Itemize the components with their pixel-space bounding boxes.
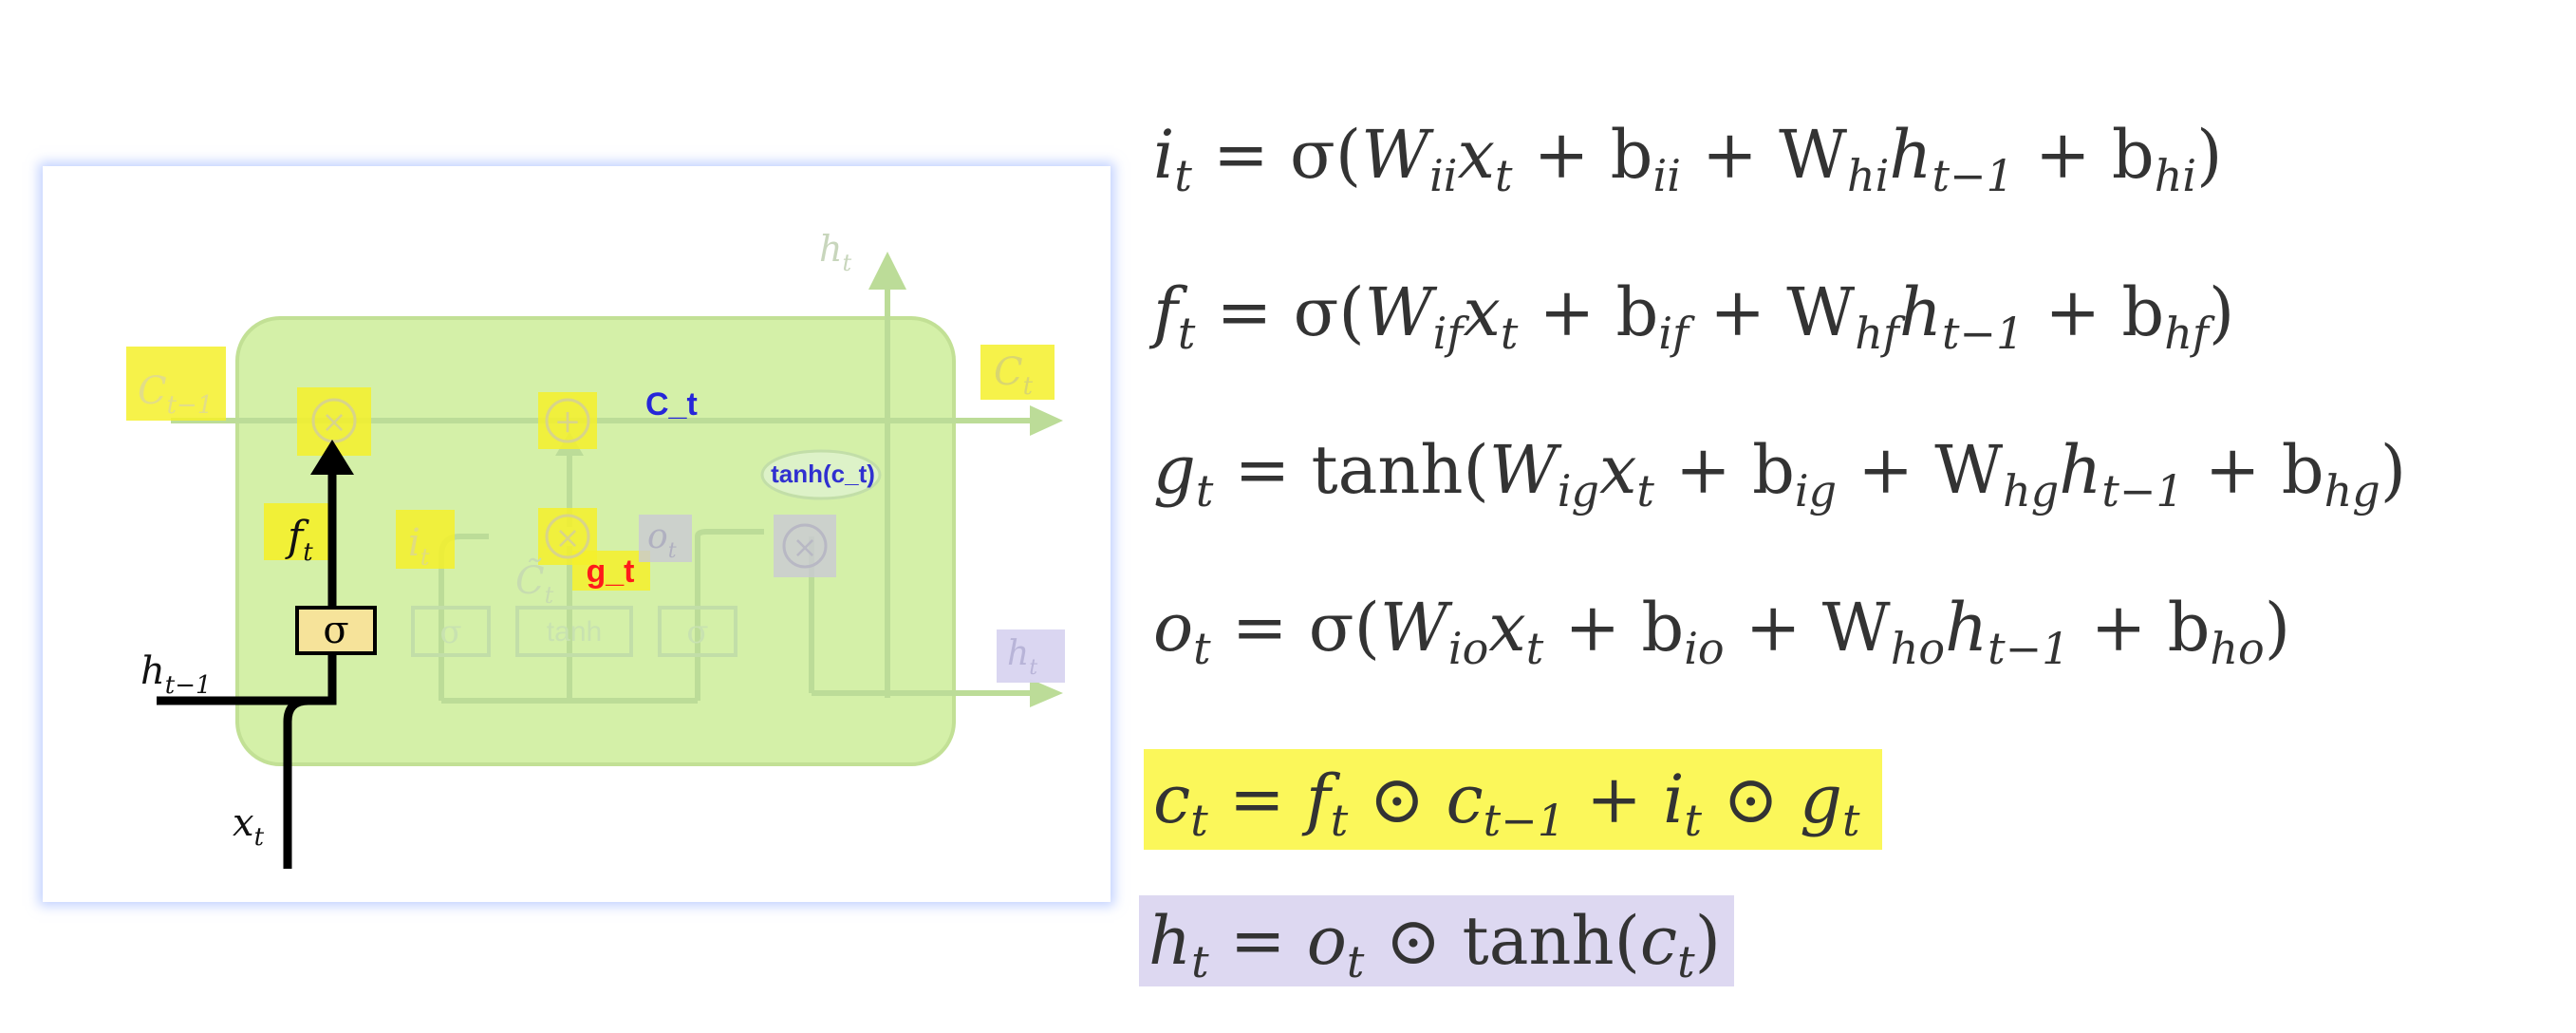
input-multiply-symbol: × [555,519,581,555]
forget-gate-sigma-box [295,606,377,655]
equation-input-gate: it = σ(Wiixt + bii + Whiht−1 + bhi) [1153,116,2223,201]
output-gate-gray-highlight [639,515,692,562]
i-label: it [408,521,430,571]
faint-labels: Ct−1 Ct it ot C̃t ht ht [138,228,1037,680]
output-gate-sigma-label: σ [686,613,708,651]
equation-output-gate: ot = σ(Wioxt + bio + Whoht−1 + bho) [1153,589,2291,674]
cell-add-op [545,398,590,443]
h-out-purple-highlight [997,629,1065,683]
equation-hidden-state: ht = ot ⊙ tanh(ct) [1139,895,1734,986]
input-multiply-op [545,514,590,559]
c-t-annotation: C_t [645,386,698,423]
lstm-diagram-panel: σ tanh σ × + × [43,166,1111,902]
c-prev-label: Ct−1 [138,369,213,420]
cell-add-symbol: + [554,403,582,441]
o-label: ot [647,517,677,563]
h-top-label: ht [819,228,851,276]
output-multiply-symbol: × [793,529,818,565]
forget-multiply-symbol: × [322,404,347,440]
tanh-ellipse [760,449,882,500]
h-right-label: ht [1007,634,1037,680]
forget-multiply-op [311,398,357,443]
output-multiply-op [782,523,828,569]
c-tilde-label: C̃t [515,558,554,609]
h-prev-label: ht−1 [140,649,212,700]
equation-forget-gate: ft = σ(Wifxt + bif + Whfht−1 + bhf) [1153,273,2235,359]
tanh-ct-annotation: tanh(c_t) [771,460,875,488]
lstm-cell-diagram: σ tanh σ × + × [126,228,1065,869]
candidate-tanh-label: tanh [547,616,602,648]
c-out-label: Ct [994,350,1034,401]
g-t-annotation: g_t [587,554,635,590]
input-gate-sigma-label: σ [439,613,461,651]
equation-cell-candidate: gt = tanh(Wigxt + big + Whght−1 + bhg) [1153,431,2406,516]
gate-boxes: σ tanh σ [411,606,737,657]
equation-cell-state: ct = ft ⊙ ct−1 + it ⊙ gt [1144,749,1883,850]
pointwise-operators [311,398,828,569]
x-label: xt [233,801,265,852]
forget-gate-path: σ [157,440,377,869]
forget-gate-sigma-label: σ [323,609,348,652]
